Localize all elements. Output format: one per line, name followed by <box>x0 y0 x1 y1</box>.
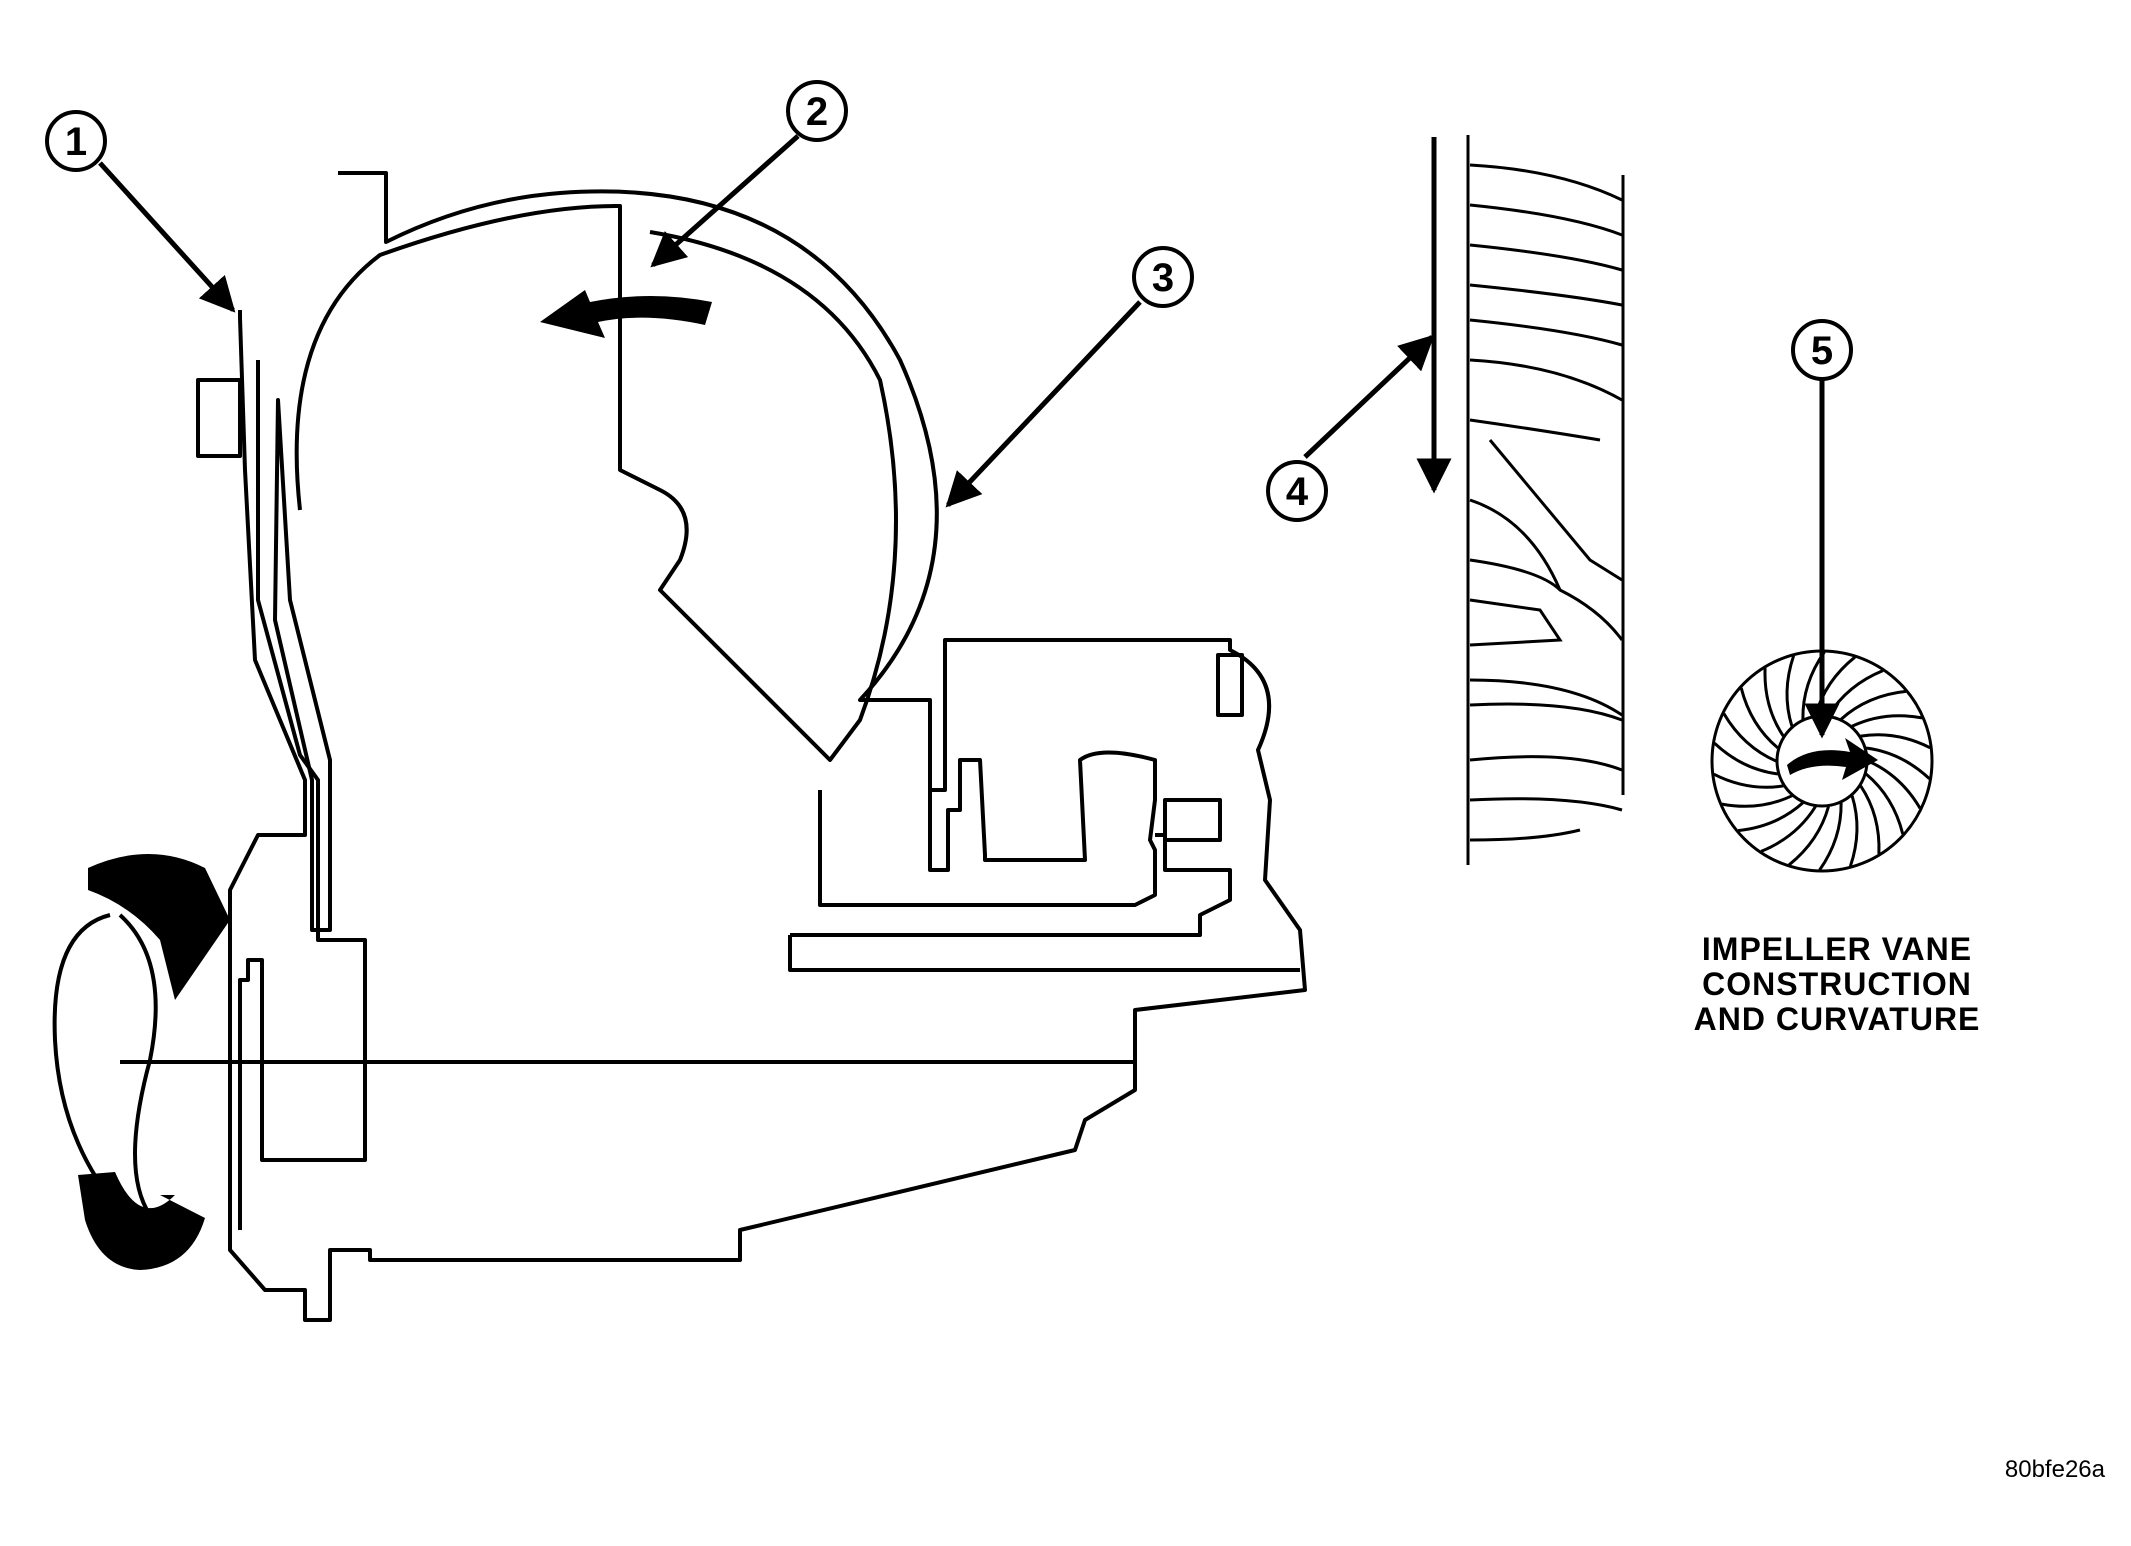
rotation-arrows <box>52 854 230 1270</box>
impeller-vane <box>1851 714 1923 728</box>
leader-2 <box>650 134 800 268</box>
impeller-vane <box>1760 805 1817 853</box>
vane-section <box>1466 135 1625 865</box>
impeller-vane <box>1788 806 1830 867</box>
impeller-vane <box>1859 785 1881 854</box>
callout-5-label: 5 <box>1811 329 1833 373</box>
callout-4-label: 4 <box>1286 470 1309 514</box>
callout-2-label: 2 <box>806 90 828 134</box>
impeller-vane <box>1721 794 1793 808</box>
caption-line-1: IMPELLER VANE <box>1702 931 1972 967</box>
caption-line-2: CONSTRUCTION <box>1702 966 1972 1002</box>
vane-curve <box>1469 358 1623 402</box>
turbine-hub <box>818 750 1157 907</box>
converter-cross-section <box>120 171 1307 1322</box>
leader-lines <box>98 134 1840 739</box>
front-cover <box>238 360 367 1230</box>
callout-2: 2 <box>786 80 848 142</box>
leader-1 <box>98 161 236 313</box>
vane-curve <box>1469 283 1623 307</box>
caption: IMPELLER VANE CONSTRUCTION AND CURVATURE <box>1694 931 1981 1037</box>
vane-curve <box>1469 755 1623 772</box>
vane-curve <box>1469 558 1624 641</box>
vane-curve <box>1469 702 1623 722</box>
stud-right <box>1163 798 1222 842</box>
top-curved-arrow-icon <box>88 854 230 1000</box>
torus-inner <box>294 203 898 762</box>
vane-curve <box>1469 418 1601 442</box>
vane-curve <box>1469 598 1563 647</box>
vane-curve <box>1469 318 1623 347</box>
bottom-plate <box>788 935 1300 972</box>
callout-1-label: 1 <box>65 120 87 164</box>
impeller-vane <box>1818 802 1843 871</box>
vane-curve <box>1469 203 1623 237</box>
rotation-loop <box>52 913 158 1217</box>
vane-curve <box>1469 498 1562 591</box>
impeller-vane <box>1865 772 1905 835</box>
impeller-vane <box>1860 733 1931 750</box>
bolt-left <box>196 378 242 458</box>
flow-curved-arrow-icon <box>540 290 712 338</box>
vane-curve <box>1469 828 1581 842</box>
vane-curve <box>1469 678 1623 717</box>
impeller-vane <box>1840 689 1907 721</box>
vane-curve <box>1469 243 1623 272</box>
impeller-vane <box>1713 742 1779 776</box>
impeller-vane <box>1848 795 1859 867</box>
impeller-rotation-arrow-icon <box>1787 738 1878 780</box>
impeller-vane <box>1865 746 1931 780</box>
vane-curve <box>1488 439 1623 582</box>
housing-outline <box>228 171 1307 1322</box>
caption-line-3: AND CURVATURE <box>1694 1001 1981 1037</box>
stator-plate <box>790 833 1232 937</box>
impeller-vane <box>1763 668 1785 737</box>
vane-curve <box>1469 797 1623 812</box>
impeller-vane <box>1737 801 1804 833</box>
bottom-curved-arrow-icon <box>78 1172 205 1270</box>
leader-4 <box>1303 334 1435 459</box>
impeller-vane <box>1739 687 1779 750</box>
vane-curve <box>1469 163 1623 202</box>
callout-5: 5 <box>1791 319 1853 381</box>
leader-3 <box>945 300 1142 508</box>
callout-3-label: 3 <box>1152 256 1174 300</box>
impeller-vane <box>1713 772 1784 789</box>
callout-3: 3 <box>1132 246 1194 308</box>
impeller-vane <box>1785 655 1796 727</box>
impeller-vane <box>1867 759 1922 810</box>
callout-4: 4 <box>1266 460 1328 522</box>
figure-id: 80bfe26a <box>2005 1456 2106 1483</box>
front-cover-inner <box>273 398 332 932</box>
impeller-vane <box>1722 712 1777 763</box>
callout-1: 1 <box>45 110 107 172</box>
bolt-right <box>1216 653 1244 717</box>
